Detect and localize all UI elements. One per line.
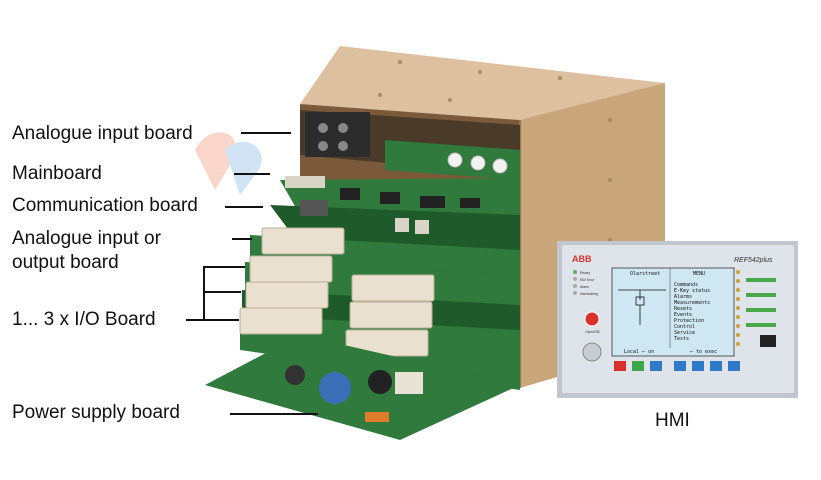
label-mainboard: Mainboard [12, 163, 102, 184]
hmi-brand: ABB [572, 254, 592, 264]
hmi-pc-port [760, 335, 776, 347]
leader-line-power-supply-board [230, 413, 318, 415]
power-supply-board-graphic [205, 335, 520, 440]
svg-text:MENU: MENU [693, 271, 705, 277]
hmi-panel: ABB REF542plus Ready SW Error Alarm Inte… [557, 241, 798, 398]
label-hmi: HMI [655, 410, 690, 431]
svg-text:Service: Service [674, 330, 695, 336]
svg-text:Ready: Ready [580, 271, 590, 275]
hmi-menu: Commands E-Key status Alarms Measurement… [674, 282, 710, 342]
leader-line-analogue-io-board [232, 238, 252, 240]
hmi-model: REF542plus [734, 257, 773, 264]
label-power-supply-board: Power supply board [12, 402, 180, 423]
svg-text:Events: Events [674, 312, 692, 318]
hmi-function-buttons [614, 361, 740, 371]
label-io-board: 1... 3 x I/O Board [12, 309, 156, 330]
hmi-leds: Ready SW Error Alarm Interlocking [573, 270, 598, 296]
watermark-logo [195, 132, 262, 195]
hmi-open-close-button [584, 311, 600, 327]
svg-text:Measurements: Measurements [674, 300, 710, 306]
svg-text:Local ← on: Local ← on [624, 349, 654, 355]
svg-text:Control: Control [674, 324, 695, 330]
svg-text:E-Key status: E-Key status [674, 288, 710, 294]
case-screws [378, 60, 612, 242]
hmi-bargraphs [746, 278, 776, 327]
svg-text:← to exec: ← to exec [690, 349, 717, 355]
svg-text:Alarm: Alarm [580, 285, 589, 289]
svg-text:SW Error: SW Error [580, 278, 595, 282]
label-analogue-io-board-line2: output board [12, 252, 119, 273]
hmi-screen [611, 267, 735, 357]
case-top [300, 46, 665, 120]
svg-text:Commands: Commands [674, 282, 698, 288]
hmi-key-switch [582, 342, 602, 362]
label-analogue-input-board: Analogue input board [12, 123, 193, 144]
svg-text:Protection: Protection [674, 318, 704, 324]
svg-text:Interlocking: Interlocking [580, 292, 598, 296]
svg-text:Olarstreet: Olarstreet [630, 271, 660, 277]
leader-line-communication-board [225, 206, 263, 208]
svg-text:Alarms: Alarms [674, 294, 692, 300]
svg-text:Open/OB: Open/OB [585, 330, 600, 334]
svg-text:Resets: Resets [674, 306, 692, 312]
io-boards-graphic [239, 227, 520, 390]
svg-text:Tests: Tests [674, 336, 689, 342]
leader-line-mainboard [234, 173, 270, 175]
analogue-input-board-graphic [300, 110, 520, 180]
label-communication-board: Communication board [12, 195, 198, 216]
label-analogue-io-board-line1: Analogue input or [12, 228, 161, 249]
leader-line-analogue-input-board [241, 132, 291, 134]
